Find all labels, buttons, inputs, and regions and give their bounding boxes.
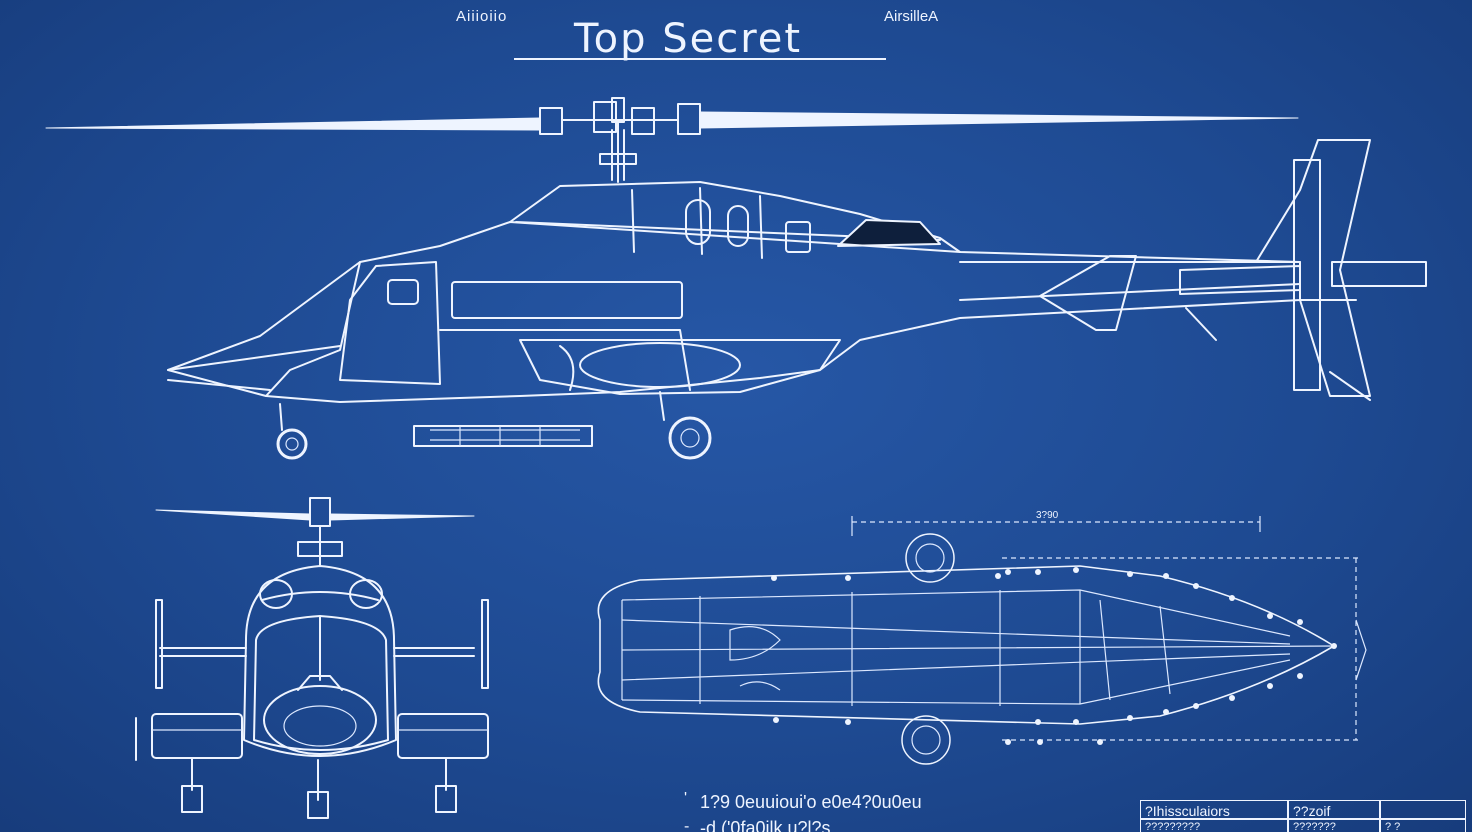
title-block-cell-e: ? ? [1385,821,1401,832]
header-left-label: Aiiioiio [456,8,508,25]
side-window-3 [785,221,811,253]
side-window-2 [727,205,749,247]
front-rotor-blade-right [329,513,475,521]
dimension-label: 3?90 [1036,510,1059,521]
front-stub-wing-right [393,647,475,657]
front-canopy [253,615,389,751]
weapon-pod [413,425,593,447]
side-window-1 [685,199,711,245]
title-block-divider [1141,818,1465,820]
nose-landing-gear [276,403,308,460]
main-rotor-blade-left [45,117,541,131]
tail-rotor [1331,261,1427,287]
engine-cowling [509,181,961,253]
front-view [135,497,489,819]
rivet-dots [771,567,1337,745]
title-block-cell-a: ?Ihissculaiors [1145,803,1230,819]
note-marker-2: - [684,818,690,832]
top-wheel-rear [901,715,951,765]
tail-fin [1255,139,1371,397]
top-view [597,516,1367,765]
side-view [45,97,1427,460]
rotor-hub [539,97,701,183]
front-sponson-left [151,713,243,759]
horizontal-stabilizer [1039,255,1137,331]
cabin-window [451,281,683,319]
title-block-divider [1287,801,1289,832]
front-sponson-right [397,713,489,759]
top-wheel-front [905,533,955,583]
main-landing-gear [659,391,712,460]
tail-boom [959,261,1301,301]
title-block: ?Ihissculaiors ??zoif ????????? ??????? … [1140,800,1466,832]
page-title: Top Secret [574,16,803,62]
header-right-label: AirsilleA [884,8,939,25]
drawing-note-1: 1?9 0euuioui'o e0e4?0u0eu [700,792,922,812]
title-underline [514,58,886,60]
fuselage [167,221,1301,403]
front-rotor-blade-left [155,509,311,521]
title-block-cell-b: ??zoif [1293,803,1331,819]
note-marker-1: ' [684,790,688,807]
cockpit-door [339,261,441,385]
drawing-note-2: -d ('0fa0ilk u?l?s [700,818,831,832]
title-block-divider [1379,801,1381,832]
engine-intake [837,219,941,247]
title-block-cell-c: ????????? [1145,821,1201,832]
main-rotor-blade-right [699,111,1299,129]
sponson [519,339,841,395]
title-block-cell-d: ??????? [1293,821,1336,832]
front-fuselage [243,565,397,757]
front-stub-wing-left [159,647,247,657]
